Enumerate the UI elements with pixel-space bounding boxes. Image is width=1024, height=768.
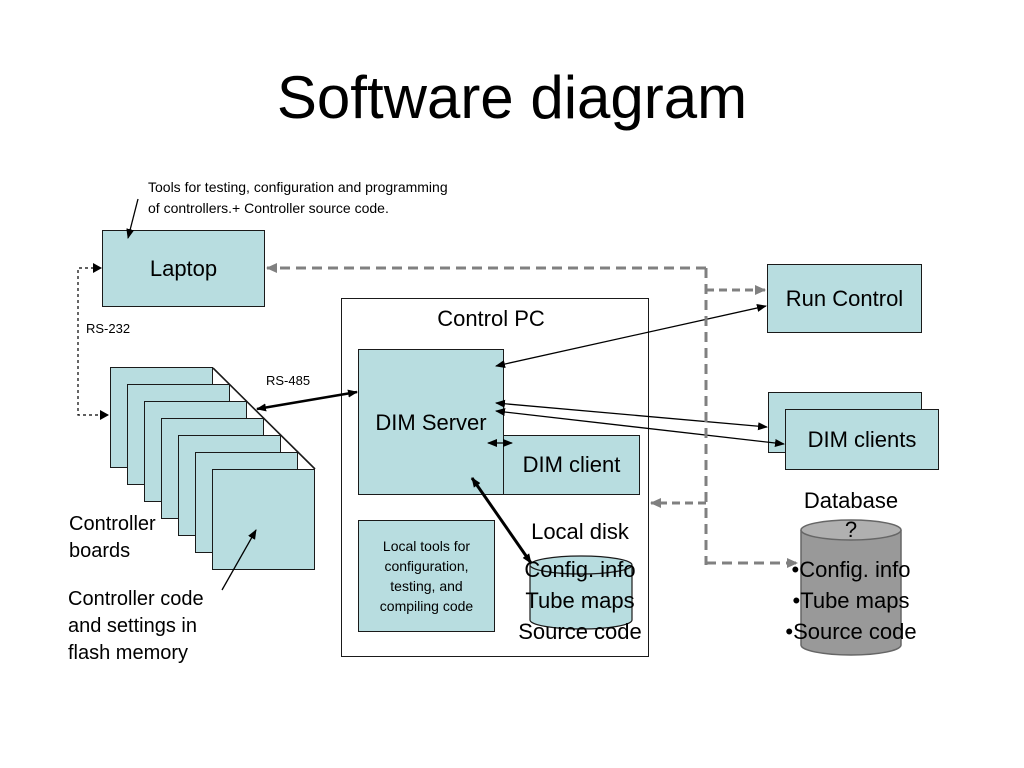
dim-clients-box[interactable]: DIM clients: [785, 409, 939, 470]
local-disk-item-3: Source code: [518, 619, 642, 644]
database-icon: [800, 519, 902, 656]
run-control-box[interactable]: Run Control: [767, 264, 922, 333]
dim-server-box[interactable]: DIM Server: [358, 349, 504, 495]
tools-note-line-2: of controllers.+ Controller source code.: [148, 200, 389, 216]
flash-note-line-1: Controller code: [68, 588, 204, 610]
rs232-arrow-bottom: [100, 410, 109, 420]
database-items: •Config. info •Tube maps •Source code: [766, 554, 936, 647]
flash-note-line-2: and settings in: [68, 615, 197, 637]
laptop-label: Laptop: [149, 255, 218, 281]
local-tools-line-3: testing, and: [390, 578, 463, 594]
dim-client-label: DIM client: [522, 452, 621, 477]
controller-board-7[interactable]: [212, 469, 315, 570]
tools-note: Tools for testing, configuration and pro…: [148, 177, 448, 219]
flash-memory-note: Controller code and settings in flash me…: [68, 586, 204, 667]
local-tools-line-4: compiling code: [379, 598, 474, 614]
note-pointer: [126, 198, 139, 239]
database-item-2: •Tube maps: [792, 588, 910, 613]
controller-boards-line-2: boards: [69, 540, 131, 562]
server-run-control-link: [495, 304, 767, 368]
server-disk-link: [470, 477, 533, 564]
local-disk-item-1: Config. info: [524, 557, 636, 582]
local-disk-label: Local disk: [531, 519, 629, 544]
laptop-box[interactable]: Laptop: [102, 230, 265, 307]
local-tools-line-1: Local tools for: [382, 538, 471, 554]
rs232-label: RS-232: [86, 321, 131, 336]
rs232-link: [77, 267, 108, 416]
rs232-arrow-top: [93, 263, 102, 273]
local-disk-icon: [529, 555, 633, 630]
run-control-label: Run Control: [785, 285, 904, 311]
controller-boards-label: Controller boards: [69, 511, 156, 565]
local-disk-item-2: Tube maps: [525, 588, 635, 613]
rs485-link: [256, 389, 358, 412]
tools-note-line-1: Tools for testing, configuration and pro…: [148, 179, 448, 195]
local-tools-line-2: configuration,: [384, 558, 469, 574]
dim-clients-label: DIM clients: [807, 426, 917, 452]
server-dim-clients-link-1: [495, 399, 768, 431]
database-label-line-1: Database: [803, 488, 899, 513]
flash-note-line-3: flash memory: [68, 642, 189, 664]
boards-top-edge: [212, 367, 316, 470]
local-disk-items: Config. info Tube maps Source code: [500, 554, 660, 647]
server-dim-clients-link-2: [495, 408, 785, 447]
database-item-3: •Source code: [785, 619, 917, 644]
database-label-line-2: ?: [844, 517, 858, 542]
page-title: Software diagram: [276, 64, 748, 131]
rs485-label: RS-485: [266, 373, 311, 388]
database-item-1: •Config. info: [791, 557, 911, 582]
controller-boards-line-1: Controller: [69, 513, 156, 535]
dim-server-label: DIM Server: [375, 410, 487, 435]
flash-note-pointer: [221, 529, 257, 591]
database-label: Database ?: [776, 486, 926, 544]
